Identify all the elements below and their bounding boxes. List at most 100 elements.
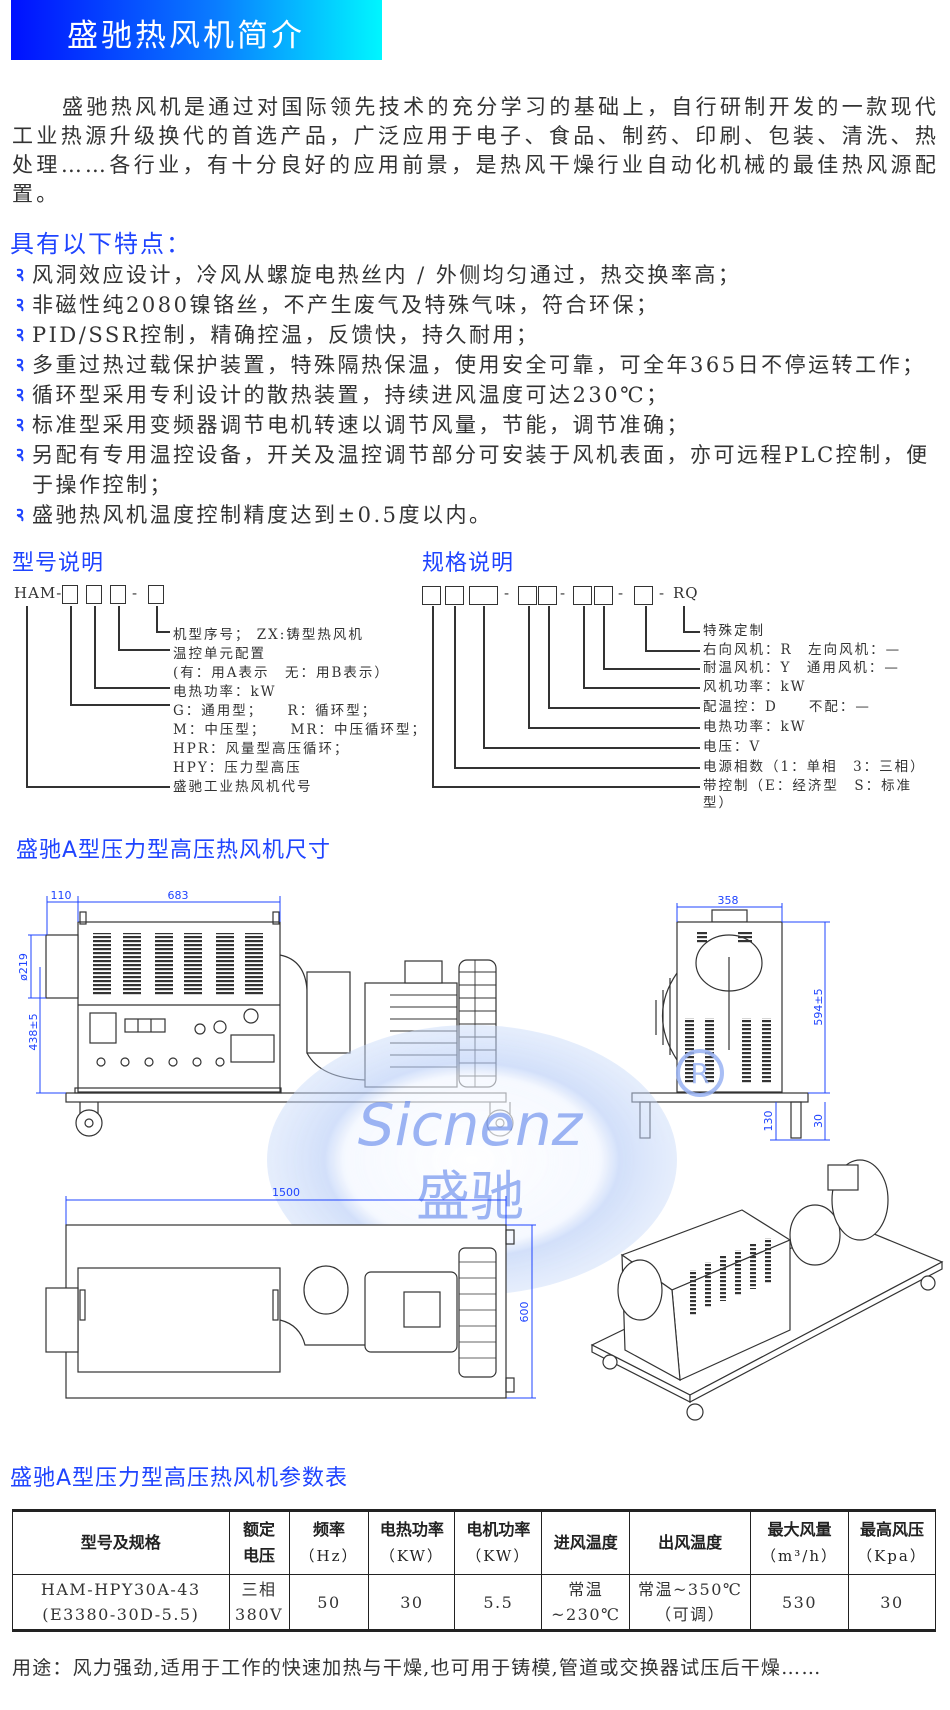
cell-max-flow: 530 — [750, 1574, 849, 1631]
table-header-row: 型号及规格额定电压频率（Hz）电热功率（KW）电机功率（KW）进风温度出风温度最… — [12, 1510, 937, 1575]
code-dash: - — [132, 584, 139, 602]
connector-line — [118, 606, 120, 650]
cell-motor-power: 5.5 — [454, 1574, 543, 1631]
spec-suffix: RQ — [673, 584, 699, 602]
connector-line — [432, 786, 700, 788]
bullet-swirl-icon — [16, 328, 24, 342]
connector-line — [26, 786, 170, 788]
spec-box — [538, 586, 557, 605]
registered-mark: R — [690, 1057, 709, 1090]
spec-label: 型） — [703, 795, 734, 811]
feature-text: 循环型采用专利设计的散热装置，持续进风温度可达230℃； — [32, 383, 670, 407]
column-header: 进风温度 — [541, 1510, 631, 1575]
dimension-drawings: Sicnenz 盛驰 R 110 683 ø219 438±5 358 594±… — [17, 889, 944, 1421]
connector-line — [548, 707, 700, 709]
connector-line — [645, 650, 700, 652]
code-box — [62, 585, 78, 604]
front-view-machine — [631, 909, 809, 1139]
column-header: 额定电压 — [228, 1510, 290, 1575]
feature-text: 多重过热过载保护装置，特殊隔热保温，使用安全可靠，可全年365日不停运转工作； — [32, 353, 926, 377]
spec-label: 电源相数（1：单相 3：三相） — [703, 759, 926, 775]
top-view-machine — [45, 1224, 515, 1399]
connector-line — [94, 606, 96, 688]
cell-voltage: 三相 380V — [228, 1574, 290, 1631]
dim-683: 683 — [168, 889, 189, 902]
spec-label: 右向风机：R 左向风机：— — [703, 642, 902, 658]
feature-item: 非磁性纯2080镍铬丝，不产生废气及特殊气味，符合环保； — [14, 290, 944, 320]
dim-358: 358 — [718, 894, 739, 907]
header-unit: （KW） — [379, 1547, 444, 1565]
connector-line — [432, 606, 434, 786]
connector-line — [528, 727, 700, 729]
column-header: 电机功率 （KW） — [454, 1510, 543, 1575]
connector-line — [94, 687, 170, 689]
model-label: 电热功率：kW — [173, 684, 277, 700]
intro-paragraph: 盛驰热风机是通过对国际领先技术的充分学习的基础上，自行研制开发的一款现代工业热源… — [12, 95, 939, 206]
code-box — [110, 585, 126, 604]
spec-box — [573, 586, 592, 605]
spec-label: 带控制（E：经济型 S：标准 — [703, 778, 913, 794]
spec-box — [518, 586, 537, 605]
column-header: 型号及规格 — [12, 1510, 230, 1575]
feature-item: 多重过热过载保护装置，特殊隔热保温，使用安全可靠，可全年365日不停运转工作； — [14, 350, 944, 380]
connector-line — [645, 606, 647, 650]
cell-max-pressure: 30 — [847, 1574, 937, 1631]
spec-label: 电压：V — [703, 739, 762, 755]
spec-dash: - — [618, 584, 625, 602]
feature-item: 标准型采用变频器调节电机转速以调节风量，节能，调节准确； — [14, 410, 944, 440]
header-name: 额定电压 — [243, 1520, 276, 1565]
feature-text: 非磁性纯2080镍铬丝，不产生废气及特殊气味，符合环保； — [32, 293, 660, 317]
header-name: 出风温度 — [658, 1533, 723, 1552]
header-name: 电机功率 — [466, 1520, 531, 1539]
cell-text: （可调） — [655, 1605, 726, 1624]
spec-box — [594, 586, 613, 605]
dim-30: 30 — [812, 1114, 825, 1128]
header-name: 型号及规格 — [80, 1533, 161, 1552]
feature-item: 盛驰热风机温度控制精度达到±0.5度以内。 — [14, 500, 944, 530]
connector-line — [483, 606, 485, 747]
feature-item: 另配有专用温控设备，开关及温控调节部分可安装于风机表面，亦可远程PLC控制，便于… — [14, 440, 944, 500]
connector-line — [118, 649, 170, 651]
cell-text: 三相 — [241, 1580, 277, 1599]
page-title: 盛驰热风机简介 — [67, 18, 305, 54]
model-label: HPY：压力型高压 — [173, 760, 302, 776]
spec-box — [634, 586, 653, 605]
cell-text: ~230℃ — [551, 1605, 621, 1624]
feature-text: PID/SSR控制，精确控温，反馈快，持久耐用； — [32, 323, 540, 347]
bullet-swirl-icon — [16, 508, 24, 522]
dim-219: ø219 — [17, 953, 30, 981]
cell-text: 380V — [234, 1605, 284, 1624]
bullet-swirl-icon — [16, 388, 24, 402]
page-banner: 盛驰热风机简介 — [11, 0, 382, 60]
spec-label: 风机功率：kW — [703, 679, 807, 695]
bullet-swirl-icon — [16, 418, 24, 432]
model-code-prefix: HAM- — [14, 584, 63, 602]
connector-line — [583, 606, 585, 687]
watermark-latin: Sicnenz — [358, 1091, 584, 1159]
feature-text: 风洞效应设计，冷风从螺旋电热丝内 / 外侧均匀通过，热交换率高； — [32, 263, 742, 287]
spec-label: 耐温风机：Y 通用风机：— — [703, 660, 900, 676]
connector-line — [603, 606, 605, 668]
connector-line — [603, 668, 700, 670]
feature-text: 盛驰热风机温度控制精度达到±0.5度以内。 — [32, 503, 493, 527]
dim-130: 130 — [762, 1111, 775, 1132]
column-header: 电热功率 （KW） — [368, 1510, 456, 1575]
header-name: 电热功率 — [379, 1520, 444, 1539]
connector-line — [454, 606, 456, 767]
usage-text: 用途：风力强劲,适用于工作的快速加热与干燥,也可用于铸模,管道或交换器试压后干燥… — [12, 1657, 822, 1679]
model-label: (有：用A表示 无：用B表示） — [173, 665, 390, 681]
header-name: 进风温度 — [553, 1533, 618, 1552]
model-label: G：通用型； R：循环型； — [173, 703, 378, 719]
code-box — [86, 585, 102, 604]
isometric-view-machine — [590, 1159, 944, 1421]
model-spec-title: 型号说明 — [12, 551, 105, 576]
connector-line — [70, 606, 72, 705]
feature-text: 另配有专用温控设备，开关及温控调节部分可安装于风机表面，亦可远程PLC控制，便于… — [32, 443, 930, 497]
header-name: 频率 — [312, 1520, 345, 1539]
connector-line — [454, 767, 700, 769]
spec-label: 特殊定制 — [703, 623, 765, 639]
header-name: 最大风量 — [767, 1520, 832, 1539]
header-unit: （KW） — [466, 1547, 531, 1565]
model-label: M：中压型； MR：中压循环型； — [173, 722, 428, 738]
